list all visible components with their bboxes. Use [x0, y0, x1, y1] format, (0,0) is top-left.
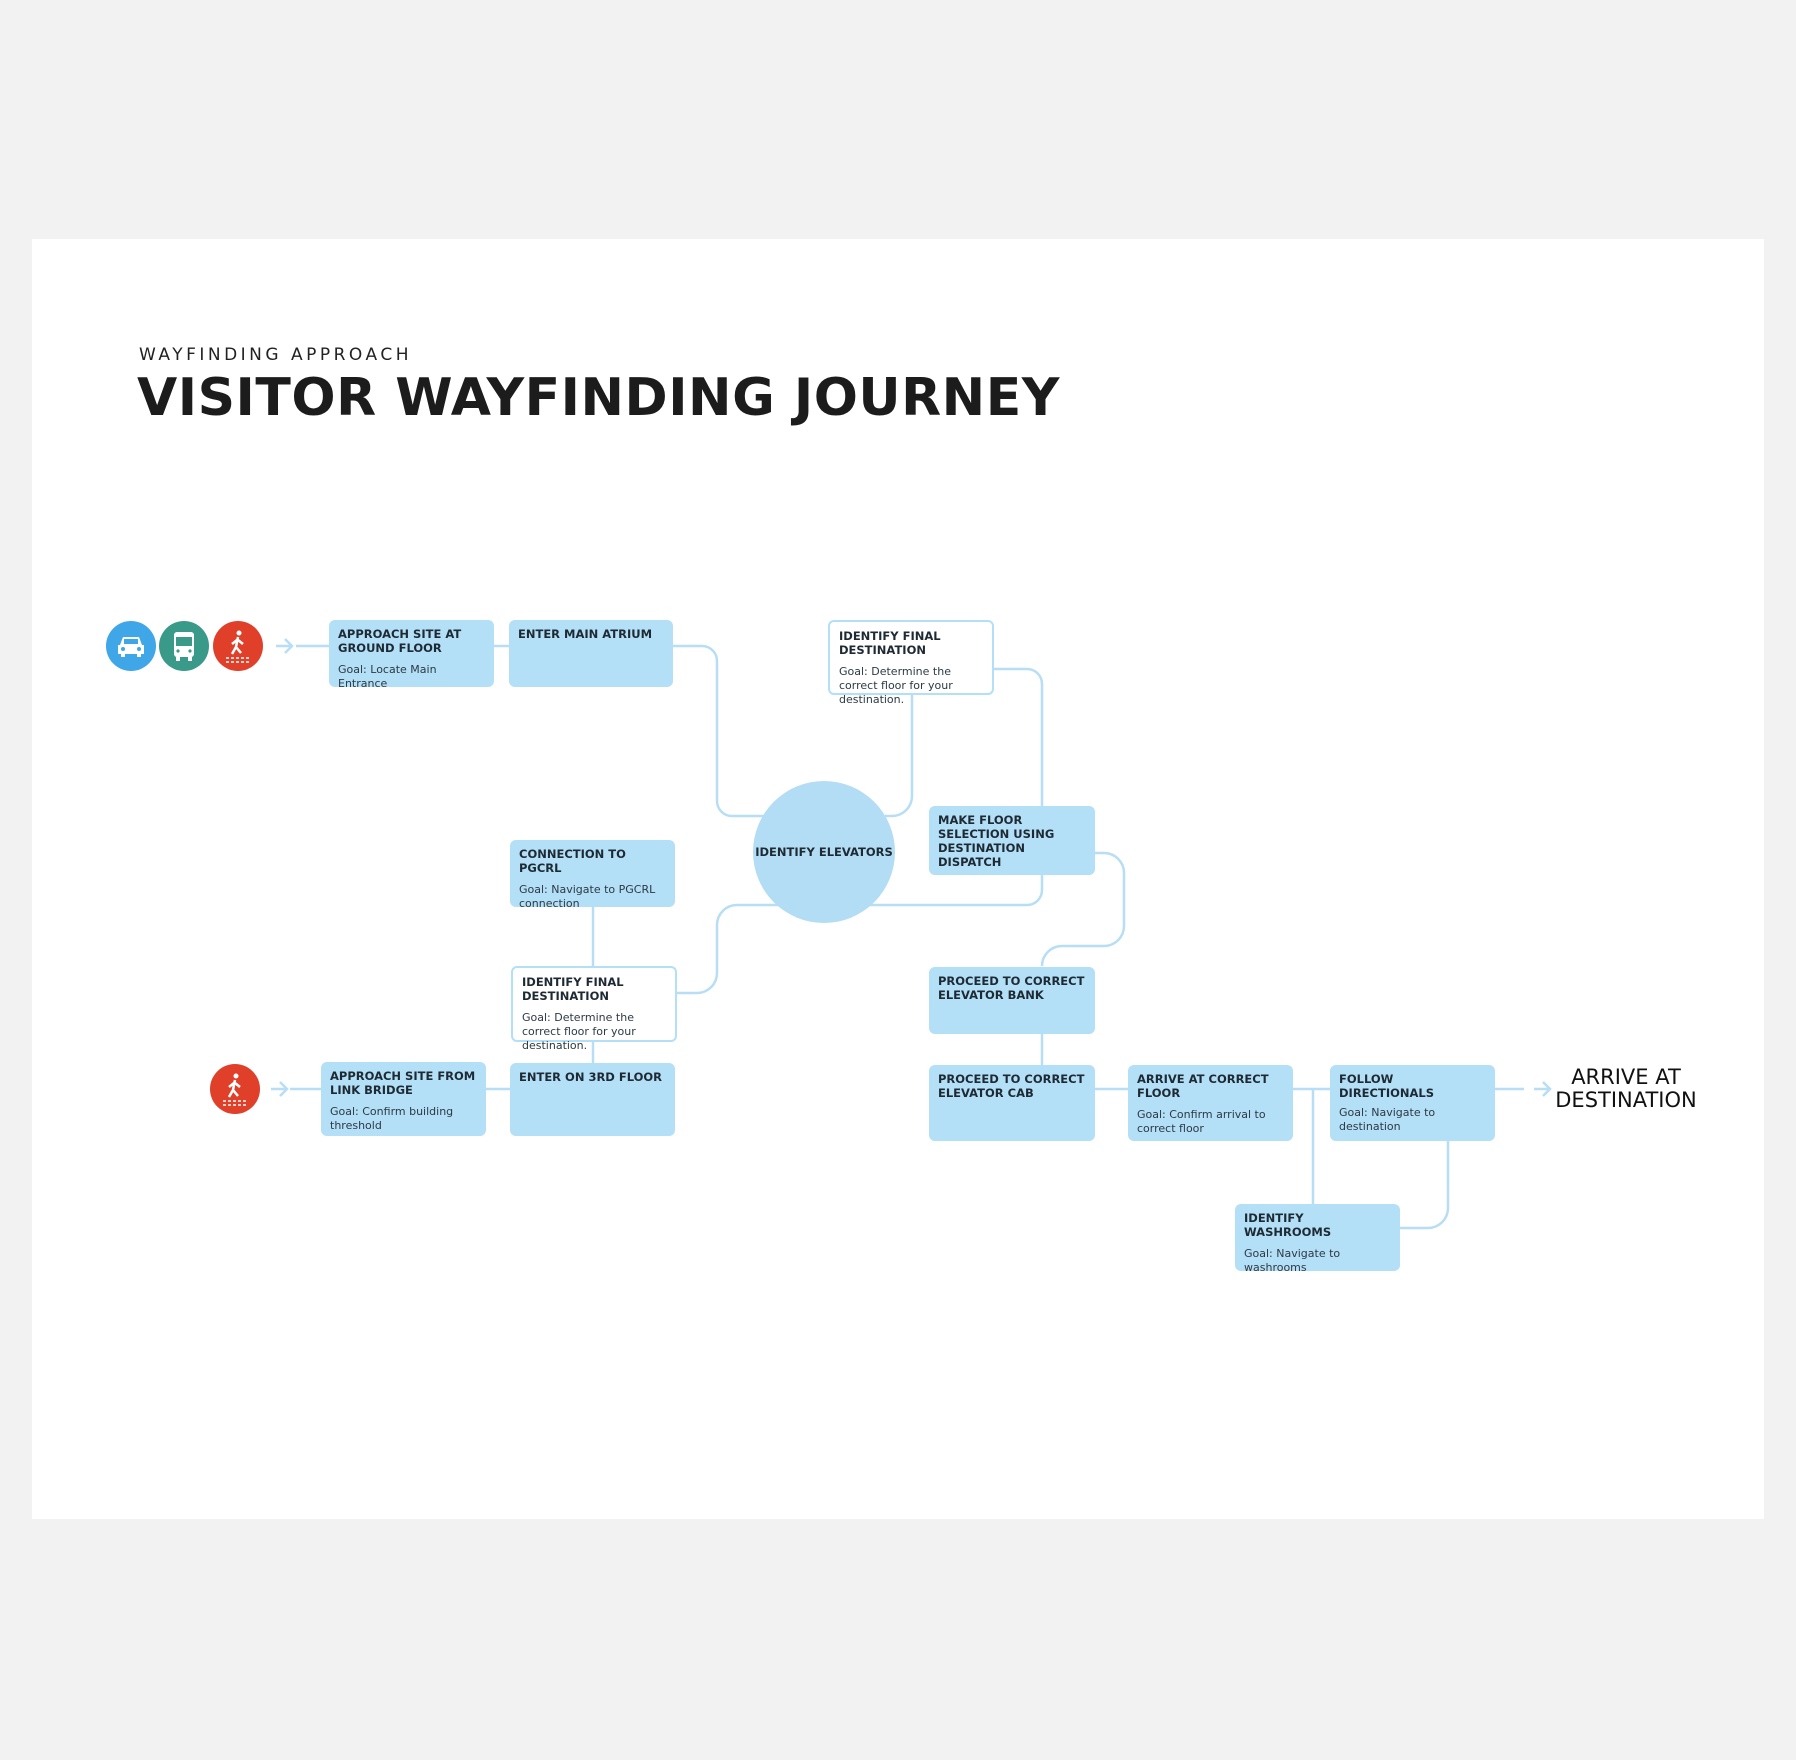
connector: [994, 667, 1044, 806]
node-title: IDENTIFY WASHROOMS: [1244, 1211, 1332, 1239]
node-approach-link-bridge: APPROACH SITE FROM LINK BRIDGE Goal: Con…: [321, 1062, 486, 1136]
node-connection-to-pgcrl: CONNECTION TO PGCRL Goal: Navigate to PG…: [510, 840, 675, 910]
node-title: ENTER MAIN ATRIUM: [518, 627, 653, 641]
node-enter-main-atrium: ENTER MAIN ATRIUM: [509, 620, 673, 687]
car-icon: [106, 621, 156, 671]
node-identify-elevators: IDENTIFY ELEVATORS: [753, 781, 895, 923]
node-goal: Goal: Navigate to washrooms: [1244, 1247, 1341, 1274]
connector: [1040, 851, 1126, 967]
node-title: PROCEED TO CORRECT ELEVATOR CAB: [938, 1072, 1085, 1100]
node-goal: Goal: Locate Main Entrance: [338, 663, 437, 690]
pedestrian-icon: [213, 621, 263, 671]
arrow-icon: [276, 638, 294, 654]
node-proceed-elevator-cab: PROCEED TO CORRECT ELEVATOR CAB: [929, 1065, 1095, 1141]
node-identify-washrooms: IDENTIFY WASHROOMS Goal: Navigate to was…: [1235, 1204, 1400, 1274]
arrow-icon: [271, 1081, 289, 1097]
arrive-at-destination-label: ARRIVE AT DESTINATION: [1555, 1065, 1697, 1112]
node-title: FOLLOW DIRECTIONALS: [1339, 1072, 1435, 1100]
connector: [677, 903, 780, 995]
node-goal: Goal: Navigate to PGCRL connection: [519, 883, 656, 910]
connector: [870, 875, 1044, 907]
node-title: IDENTIFY ELEVATORS: [755, 845, 893, 859]
node-title: CONNECTION TO PGCRL: [519, 847, 626, 875]
node-title: APPROACH SITE FROM LINK BRIDGE: [330, 1069, 476, 1097]
node-goal: Goal: Determine the correct floor for yo…: [839, 665, 953, 706]
node-identify-final-destination-bottom: IDENTIFY FINAL DESTINATION Goal: Determi…: [511, 966, 677, 1052]
connector: [673, 644, 765, 818]
node-goal: Goal: Determine the correct floor for yo…: [522, 1011, 636, 1052]
node-title: ENTER ON 3RD FLOOR: [519, 1070, 663, 1084]
node-enter-on-3rd-floor: ENTER ON 3RD FLOOR: [510, 1063, 675, 1136]
node-title: IDENTIFY FINAL DESTINATION: [522, 975, 624, 1003]
node-arrive-correct-floor: ARRIVE AT CORRECT FLOOR Goal: Confirm ar…: [1128, 1065, 1293, 1141]
node-title: APPROACH SITE AT GROUND FLOOR: [338, 627, 462, 655]
connector: [1400, 1141, 1450, 1230]
node-title: MAKE FLOOR SELECTION USING DESTINATION D…: [938, 813, 1055, 869]
node-make-floor-selection: MAKE FLOOR SELECTION USING DESTINATION D…: [929, 806, 1095, 875]
connector: [885, 695, 914, 818]
page-title: VISITOR WAYFINDING JOURNEY: [137, 368, 1060, 428]
node-identify-final-destination-top: IDENTIFY FINAL DESTINATION Goal: Determi…: [828, 620, 994, 706]
pedestrian-icon: [210, 1064, 260, 1114]
node-follow-directionals: FOLLOW DIRECTIONALS Goal: Navigate to de…: [1330, 1065, 1495, 1141]
arrow-icon: [1534, 1081, 1552, 1097]
node-title: IDENTIFY FINAL DESTINATION: [839, 629, 941, 657]
node-approach-ground-floor: APPROACH SITE AT GROUND FLOOR Goal: Loca…: [329, 620, 494, 690]
node-proceed-elevator-bank: PROCEED TO CORRECT ELEVATOR BANK: [929, 967, 1095, 1034]
node-goal: Goal: Confirm building threshold: [330, 1105, 454, 1132]
node-title: PROCEED TO CORRECT ELEVATOR BANK: [938, 974, 1085, 1002]
bus-icon: [159, 621, 209, 671]
eyebrow-label: WAYFINDING APPROACH: [139, 345, 412, 365]
journey-card: [32, 239, 1764, 1519]
node-goal: Goal: Confirm arrival to correct floor: [1137, 1108, 1266, 1135]
node-goal: Goal: Navigate to destination: [1339, 1106, 1436, 1133]
node-title: ARRIVE AT CORRECT FLOOR: [1137, 1072, 1269, 1100]
